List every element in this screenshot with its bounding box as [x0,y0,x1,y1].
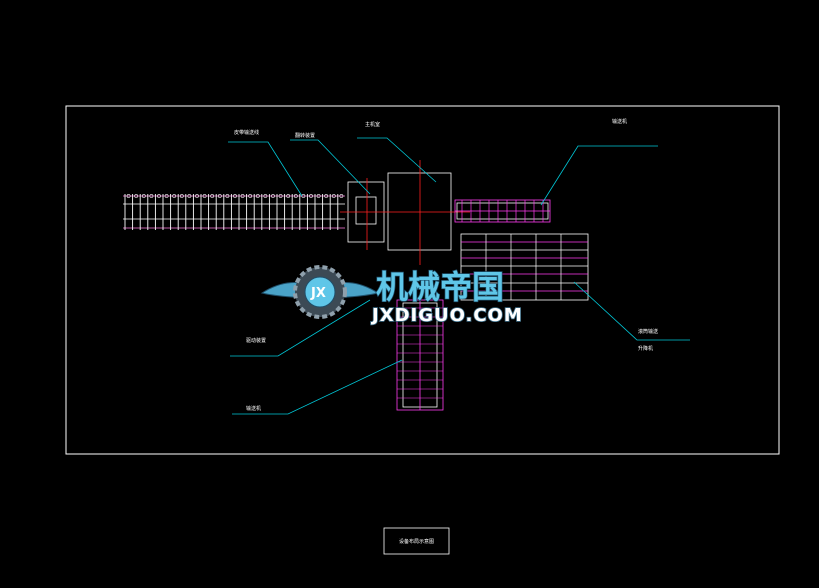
label-right-b: 升降机 [638,345,653,352]
roller-cap [233,194,237,198]
roller-cap [339,194,344,198]
roller-cap [187,194,192,198]
watermark-name-cn: 机械帝国 [376,268,504,306]
roller-cap [278,194,283,198]
roller-cap [217,194,222,198]
roller-cap [202,194,207,198]
roller-cap [141,194,146,198]
roller-cap [179,194,184,198]
roller-cap [210,194,215,198]
roller-cap [255,194,260,198]
roller-cap [324,194,329,198]
label-conveyor-left: 皮带输送线 [234,129,259,136]
roller-cap [172,194,177,198]
label-lower-left: 驱动装置 [246,337,266,344]
leader-lines [228,137,690,415]
drawing-frame [65,105,780,455]
roller-cap [309,194,313,198]
roller-cap [164,194,169,198]
right-conveyor [454,199,551,223]
main-machine [387,172,452,251]
roller-cap [225,194,230,198]
roller-cap [240,194,245,198]
roller-cap [263,194,268,198]
roller-cap [331,194,336,198]
roller-cap [286,194,291,198]
roller-table [460,233,589,301]
roller-cap [195,194,199,198]
left-conveyor [123,194,345,230]
roller-cap [248,194,253,198]
label-device-top: 翻转装置 [295,132,315,139]
title-block-text: 设备布局示意图 [399,538,434,545]
roller-cap [293,194,298,198]
watermark: JX 机械帝国 JXDIGUO.COM [260,265,523,327]
roller-cap [316,194,321,198]
lower-conveyor [396,299,444,411]
watermark-name-en: JXDIGUO.COM [370,305,523,326]
label-right-a: 滚筒输送 [638,328,658,335]
roller-cap [157,194,161,198]
label-conveyor-right: 输送机 [612,118,627,125]
roller-cap [271,194,275,198]
title-block [383,527,450,555]
roller-cap [126,194,131,198]
center-lines [340,160,470,265]
roller-cap [149,194,154,198]
roller-cap [134,194,139,198]
logo-letters: JX [310,286,326,301]
label-bottom-left: 输送机 [246,405,261,412]
label-machine-main: 主机室 [365,121,380,128]
